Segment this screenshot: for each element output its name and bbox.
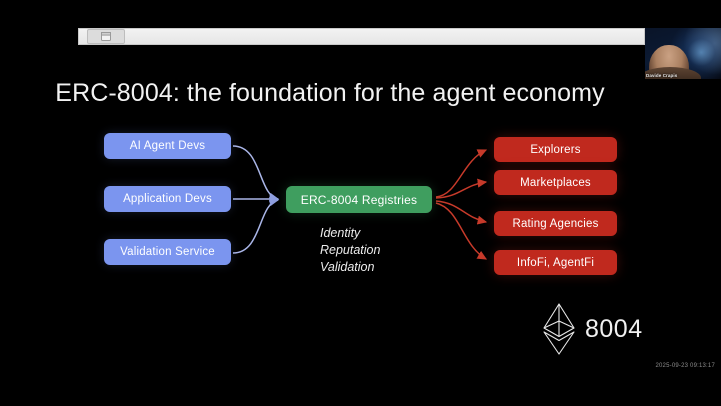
node-label: Rating Agencies xyxy=(512,217,599,230)
node-label: Marketplaces xyxy=(520,176,591,189)
speaker-shoulders xyxy=(645,67,701,79)
node-label: Application Devs xyxy=(123,193,212,205)
ethereum-diamond-icon xyxy=(543,303,575,355)
node-label: Explorers xyxy=(530,143,581,156)
webcam-overlay[interactable]: Davide Crapis xyxy=(645,28,721,79)
browser-tab-icon[interactable] xyxy=(87,29,125,44)
registry-function-identity: Identity xyxy=(320,226,361,240)
logo-number: 8004 xyxy=(585,314,643,343)
recording-timestamp: 2025-09-23 09:13:17 xyxy=(655,363,715,369)
node-label: AI Agent Devs xyxy=(129,140,206,152)
registry-function-validation: Validation xyxy=(320,260,375,274)
page-title: ERC-8004: the foundation for the agent e… xyxy=(55,79,605,107)
node-label: ERC-8004 Registries xyxy=(300,192,418,207)
node-validation-service[interactable]: Validation Service xyxy=(104,239,231,265)
registry-functions-list: Identity Reputation Validation xyxy=(320,225,380,276)
slide-canvas: ERC-8004: the foundation for the agent e… xyxy=(0,45,721,360)
ethereum-8004-logo: 8004 xyxy=(542,303,643,355)
node-application-devs[interactable]: Application Devs xyxy=(104,186,231,212)
node-rating-agencies[interactable]: Rating Agencies xyxy=(494,211,617,236)
node-ai-agent-devs[interactable]: AI Agent Devs xyxy=(104,133,231,159)
node-marketplaces[interactable]: Marketplaces xyxy=(494,170,617,195)
node-erc-8004-registries[interactable]: ERC-8004 Registries xyxy=(286,186,432,213)
node-label: InfoFi, AgentFi xyxy=(516,256,595,269)
node-explorers[interactable]: Explorers xyxy=(494,137,617,162)
registry-function-reputation: Reputation xyxy=(320,243,381,257)
node-label: Validation Service xyxy=(120,246,215,258)
presentation-toolbar[interactable] xyxy=(78,28,645,45)
node-infofi-agentfi[interactable]: InfoFi, AgentFi xyxy=(494,250,617,275)
speaker-name-label: Davide Crapis xyxy=(646,73,678,78)
